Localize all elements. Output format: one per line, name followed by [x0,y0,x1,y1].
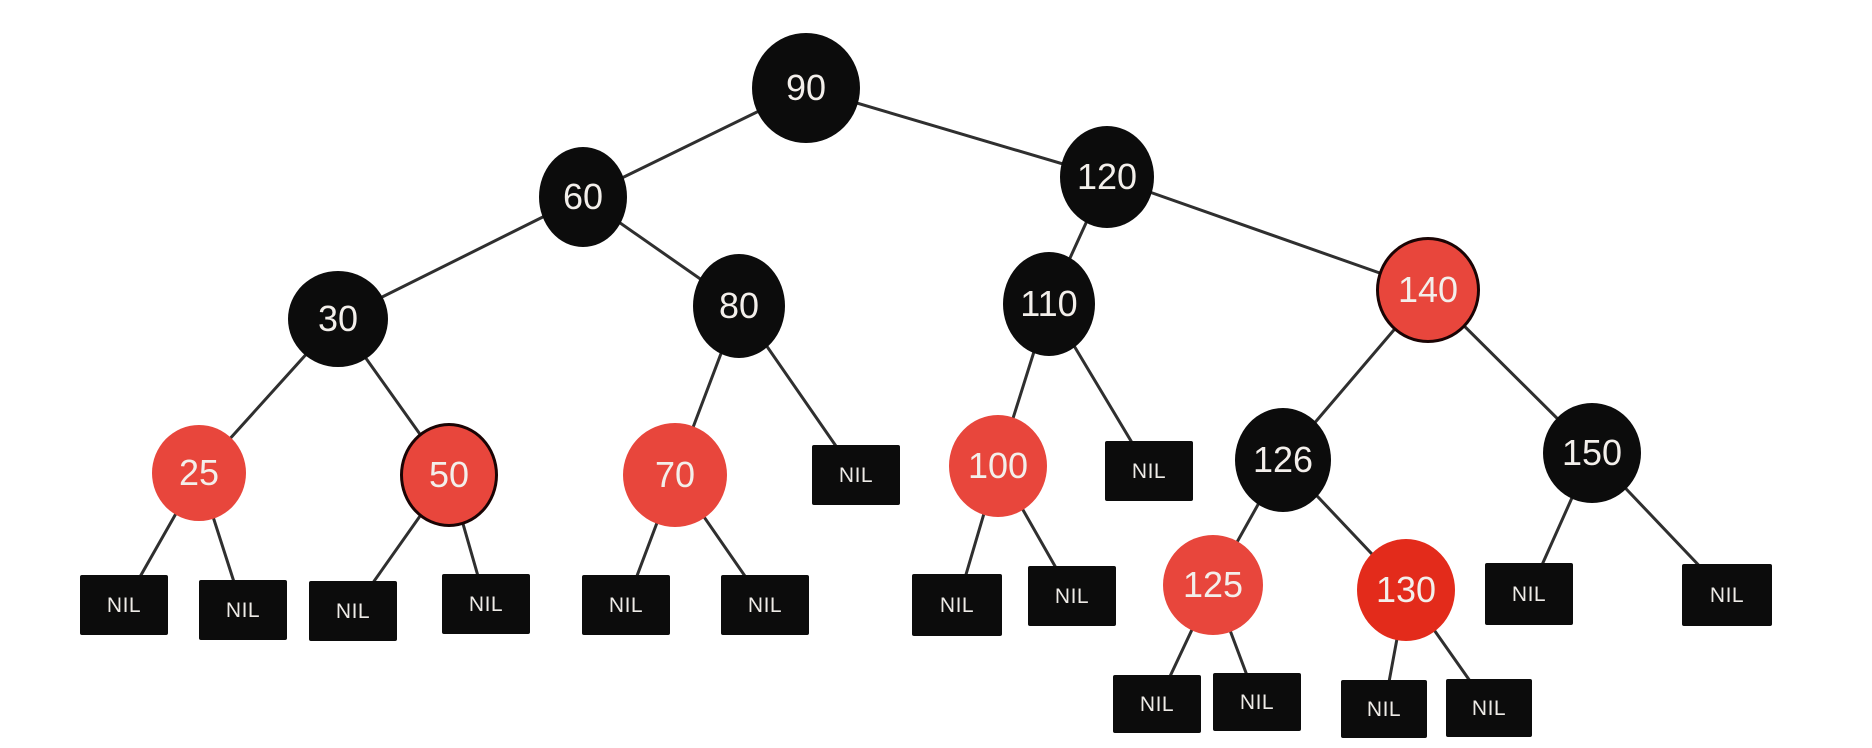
node-label: 90 [785,67,827,108]
node-label: 60 [562,176,604,217]
nil-leaf-nil-125-l: NIL [1113,675,1201,733]
node-label: NIL [1366,697,1402,721]
nil-leaf-nil-150-l: NIL [1485,563,1573,625]
node-label: 110 [1020,283,1078,324]
tree-node-100: 100 [949,415,1047,517]
node-label: NIL [1239,690,1275,714]
node-label: 150 [1561,432,1623,473]
node-label: NIL [468,592,504,616]
tree-node-130: 130 [1357,539,1455,641]
nil-leaf-nil-80-r: NIL [812,445,900,505]
node-label: NIL [1131,459,1167,483]
node-label: NIL [747,593,783,617]
node-label: 80 [718,285,760,326]
tree-node-25: 25 [152,425,246,521]
node-label: NIL [1511,582,1547,606]
node-label: 125 [1182,564,1244,605]
node-label: 130 [1375,569,1437,610]
tree-node-140: 140 [1376,237,1480,343]
node-label: NIL [1471,696,1507,720]
node-label: NIL [1054,584,1090,608]
tree-node-50: 50 [400,423,498,527]
node-label: NIL [1709,583,1745,607]
nil-leaf-nil-25-r: NIL [199,580,287,640]
node-label: 120 [1076,156,1138,197]
nil-leaf-nil-130-l: NIL [1341,680,1427,738]
tree-node-30: 30 [288,271,388,367]
nil-leaf-nil-70-l: NIL [582,575,670,635]
tree-node-110: 110 [1003,252,1095,356]
nil-leaf-nil-50-l: NIL [309,581,397,641]
node-label: 100 [967,445,1029,486]
nil-leaf-nil-110-r: NIL [1105,441,1193,501]
node-label: 140 [1397,269,1459,310]
node-label: 126 [1252,439,1314,480]
node-label: NIL [225,598,261,622]
node-label: 30 [317,298,359,339]
node-label: NIL [106,593,142,617]
nil-leaf-nil-100-r: NIL [1028,566,1116,626]
node-label: NIL [1139,692,1175,716]
tree-node-70: 70 [623,423,727,527]
node-label: NIL [939,593,975,617]
tree-node-126: 126 [1235,408,1331,512]
node-label: NIL [838,463,874,487]
nil-leaf-nil-70-r: NIL [721,575,809,635]
nil-leaf-nil-150-r: NIL [1682,564,1772,626]
tree-node-125: 125 [1163,535,1263,635]
nil-leaf-nil-50-r: NIL [442,574,530,634]
tree-node-60: 60 [539,147,627,247]
tree-node-80: 80 [693,254,785,358]
node-label: 25 [178,452,220,493]
tree-edge-120-140 [1105,175,1430,292]
nil-leaf-nil-125-r: NIL [1213,673,1301,731]
nil-leaf-nil-130-r: NIL [1446,679,1532,737]
nil-leaf-nil-25-l: NIL [80,575,168,635]
tree-node-90: 90 [752,33,860,143]
node-label: NIL [608,593,644,617]
tree-node-120: 120 [1060,126,1154,228]
node-label: 50 [428,454,470,495]
node-label: 70 [654,454,696,495]
node-label: NIL [335,599,371,623]
nil-leaf-nil-100-l: NIL [912,574,1002,636]
tree-node-150: 150 [1543,403,1641,503]
